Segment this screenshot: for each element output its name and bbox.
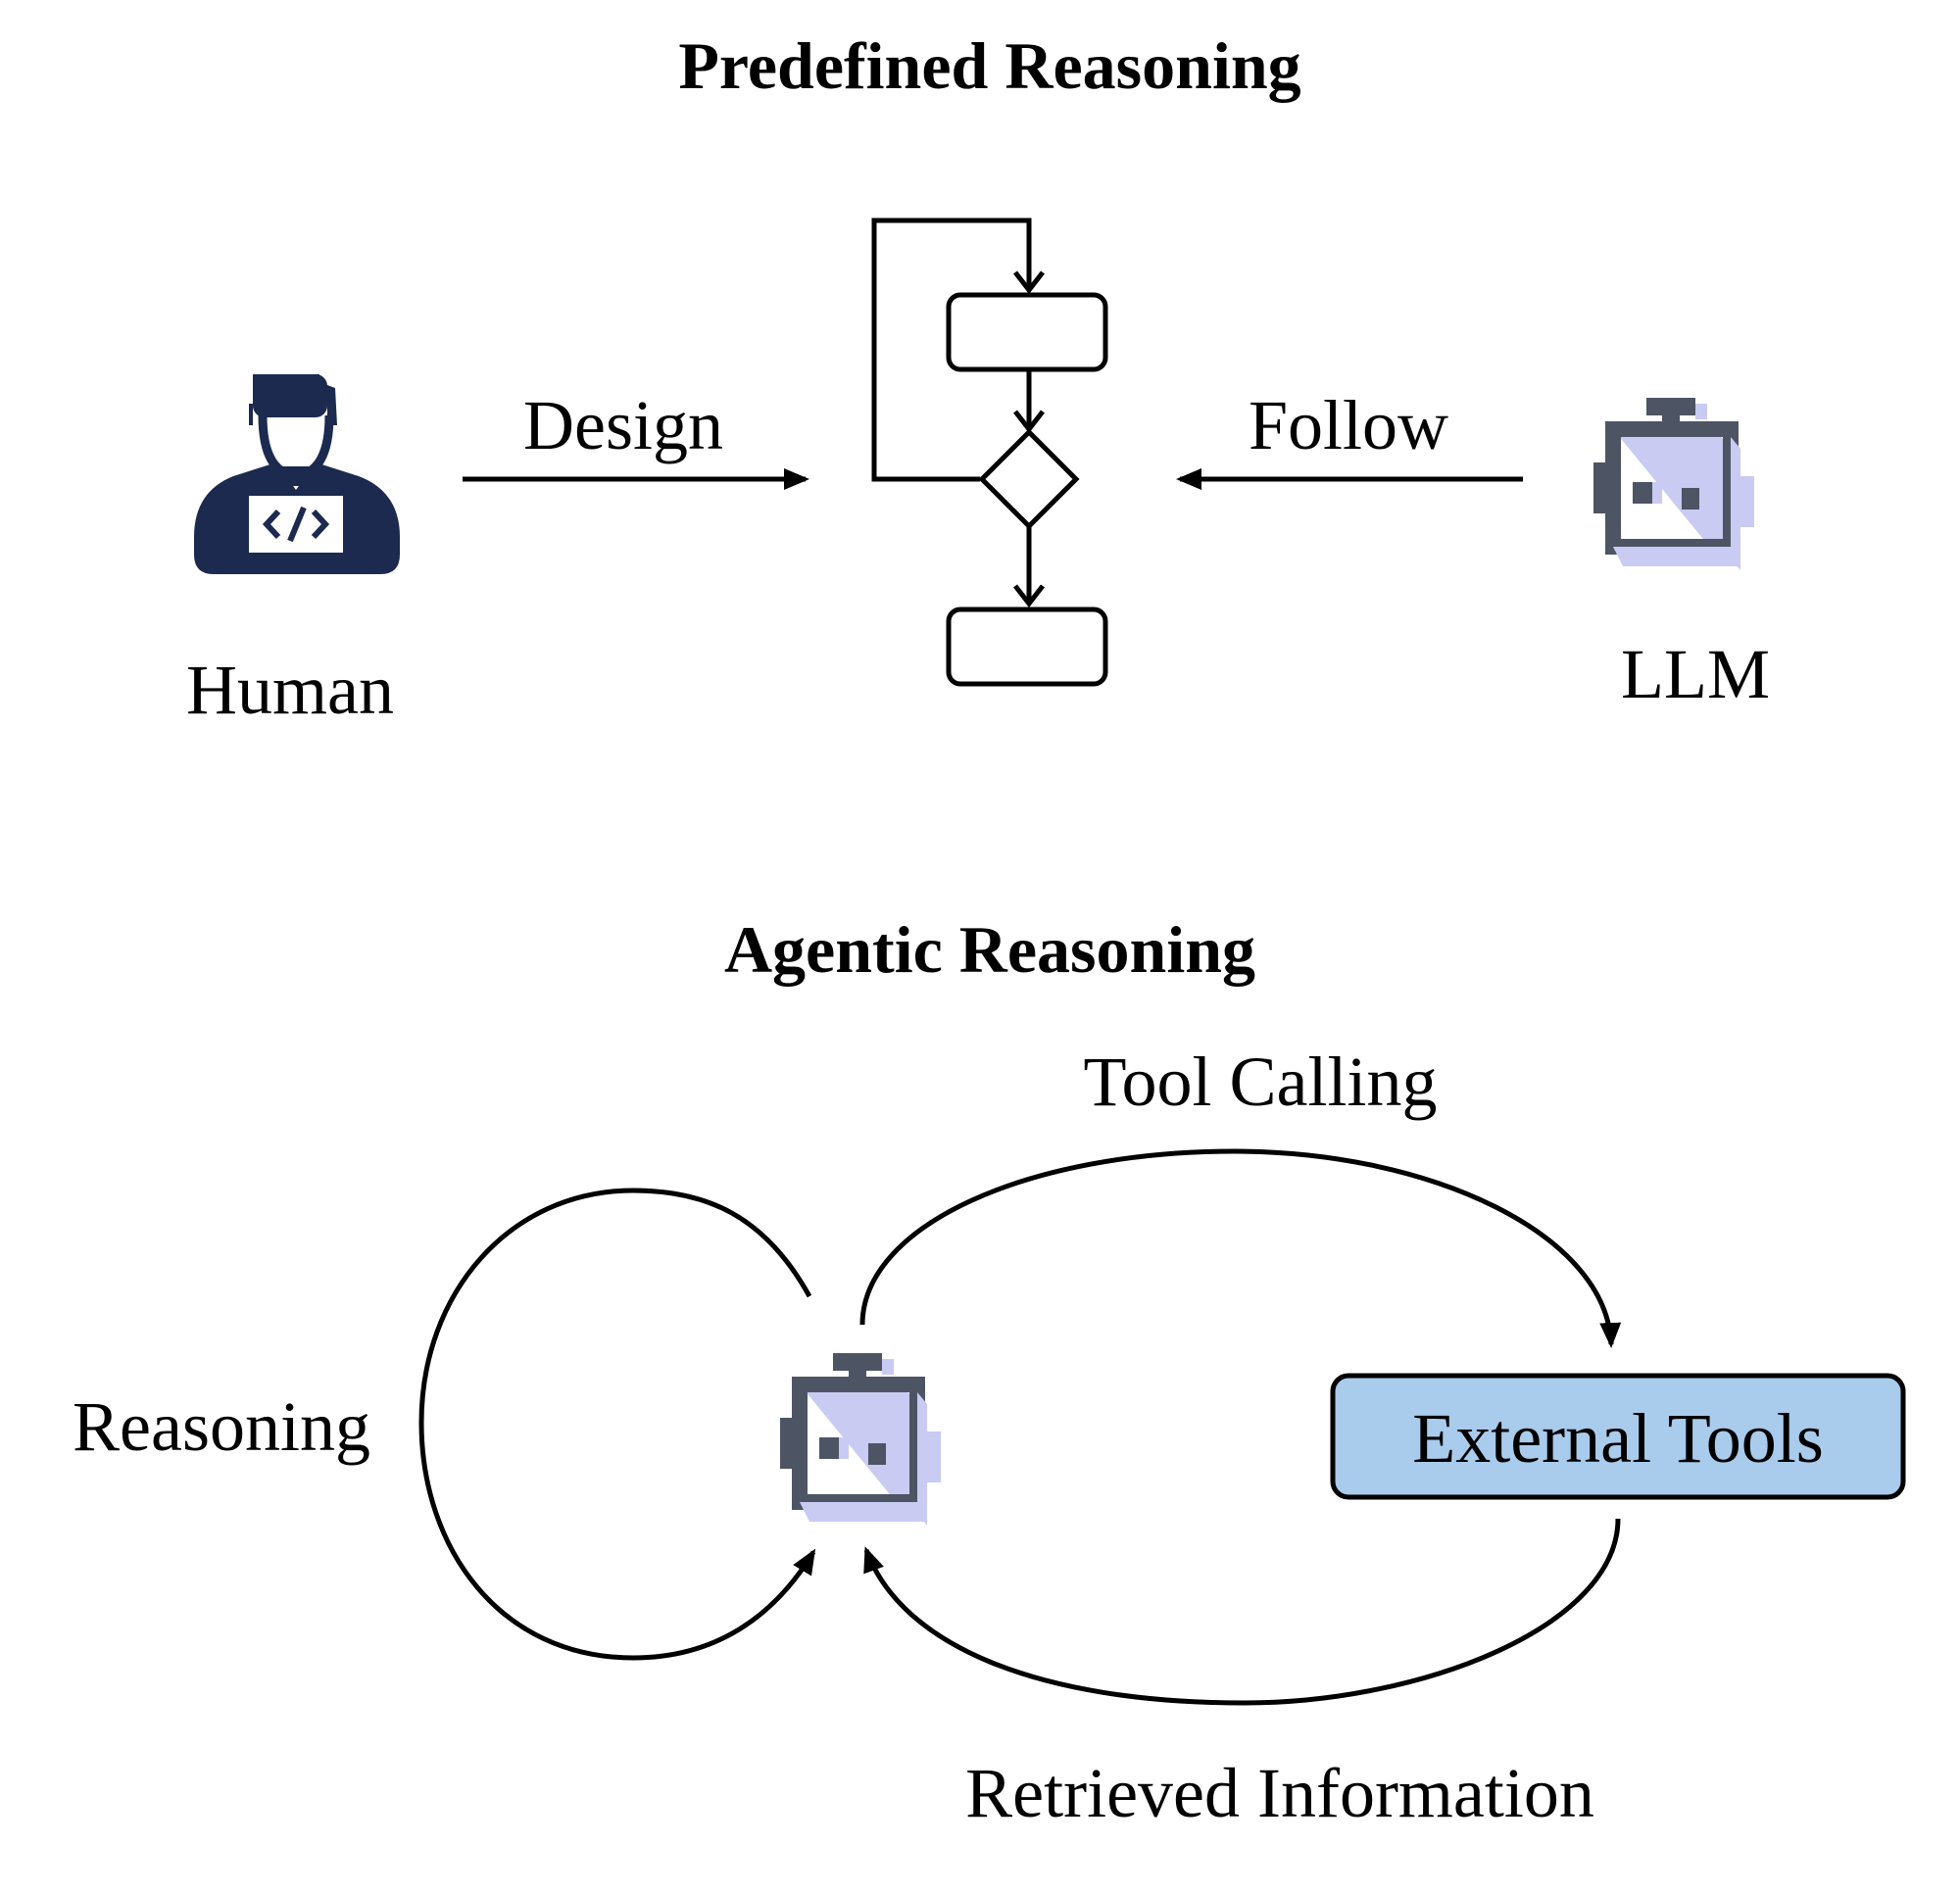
reasoning-loop-arrow bbox=[418, 1188, 816, 1661]
reasoning-label: Reasoning bbox=[73, 1387, 370, 1466]
follow-label: Follow bbox=[1249, 386, 1448, 464]
external-tools-box: External Tools bbox=[1330, 1373, 1906, 1500]
process-box-top bbox=[946, 292, 1108, 372]
retrieved-information-arrow bbox=[863, 1518, 1621, 1706]
predefined-title: Predefined Reasoning bbox=[678, 28, 1300, 103]
process-box-bottom bbox=[946, 607, 1108, 687]
design-label: Design bbox=[523, 386, 723, 464]
tool-calling-arrow bbox=[859, 1148, 1622, 1348]
robot-head-icon bbox=[780, 1353, 941, 1526]
tool-calling-label: Tool Calling bbox=[1084, 1043, 1438, 1121]
robot-head-icon bbox=[1593, 398, 1754, 570]
loop-arrowhead bbox=[1013, 270, 1045, 295]
agentic-title: Agentic Reasoning bbox=[724, 912, 1255, 987]
developer-person-icon bbox=[194, 374, 400, 574]
retrieved-information-label: Retrieved Information bbox=[965, 1754, 1594, 1832]
loop-back-line bbox=[871, 218, 1032, 482]
llm-label: LLM bbox=[1621, 635, 1770, 713]
end-arrowhead bbox=[1013, 584, 1045, 608]
decision-diamond bbox=[978, 428, 1080, 530]
human-label: Human bbox=[186, 651, 394, 729]
external-tools-label: External Tools bbox=[1412, 1399, 1824, 1478]
flowchart bbox=[871, 218, 1108, 687]
